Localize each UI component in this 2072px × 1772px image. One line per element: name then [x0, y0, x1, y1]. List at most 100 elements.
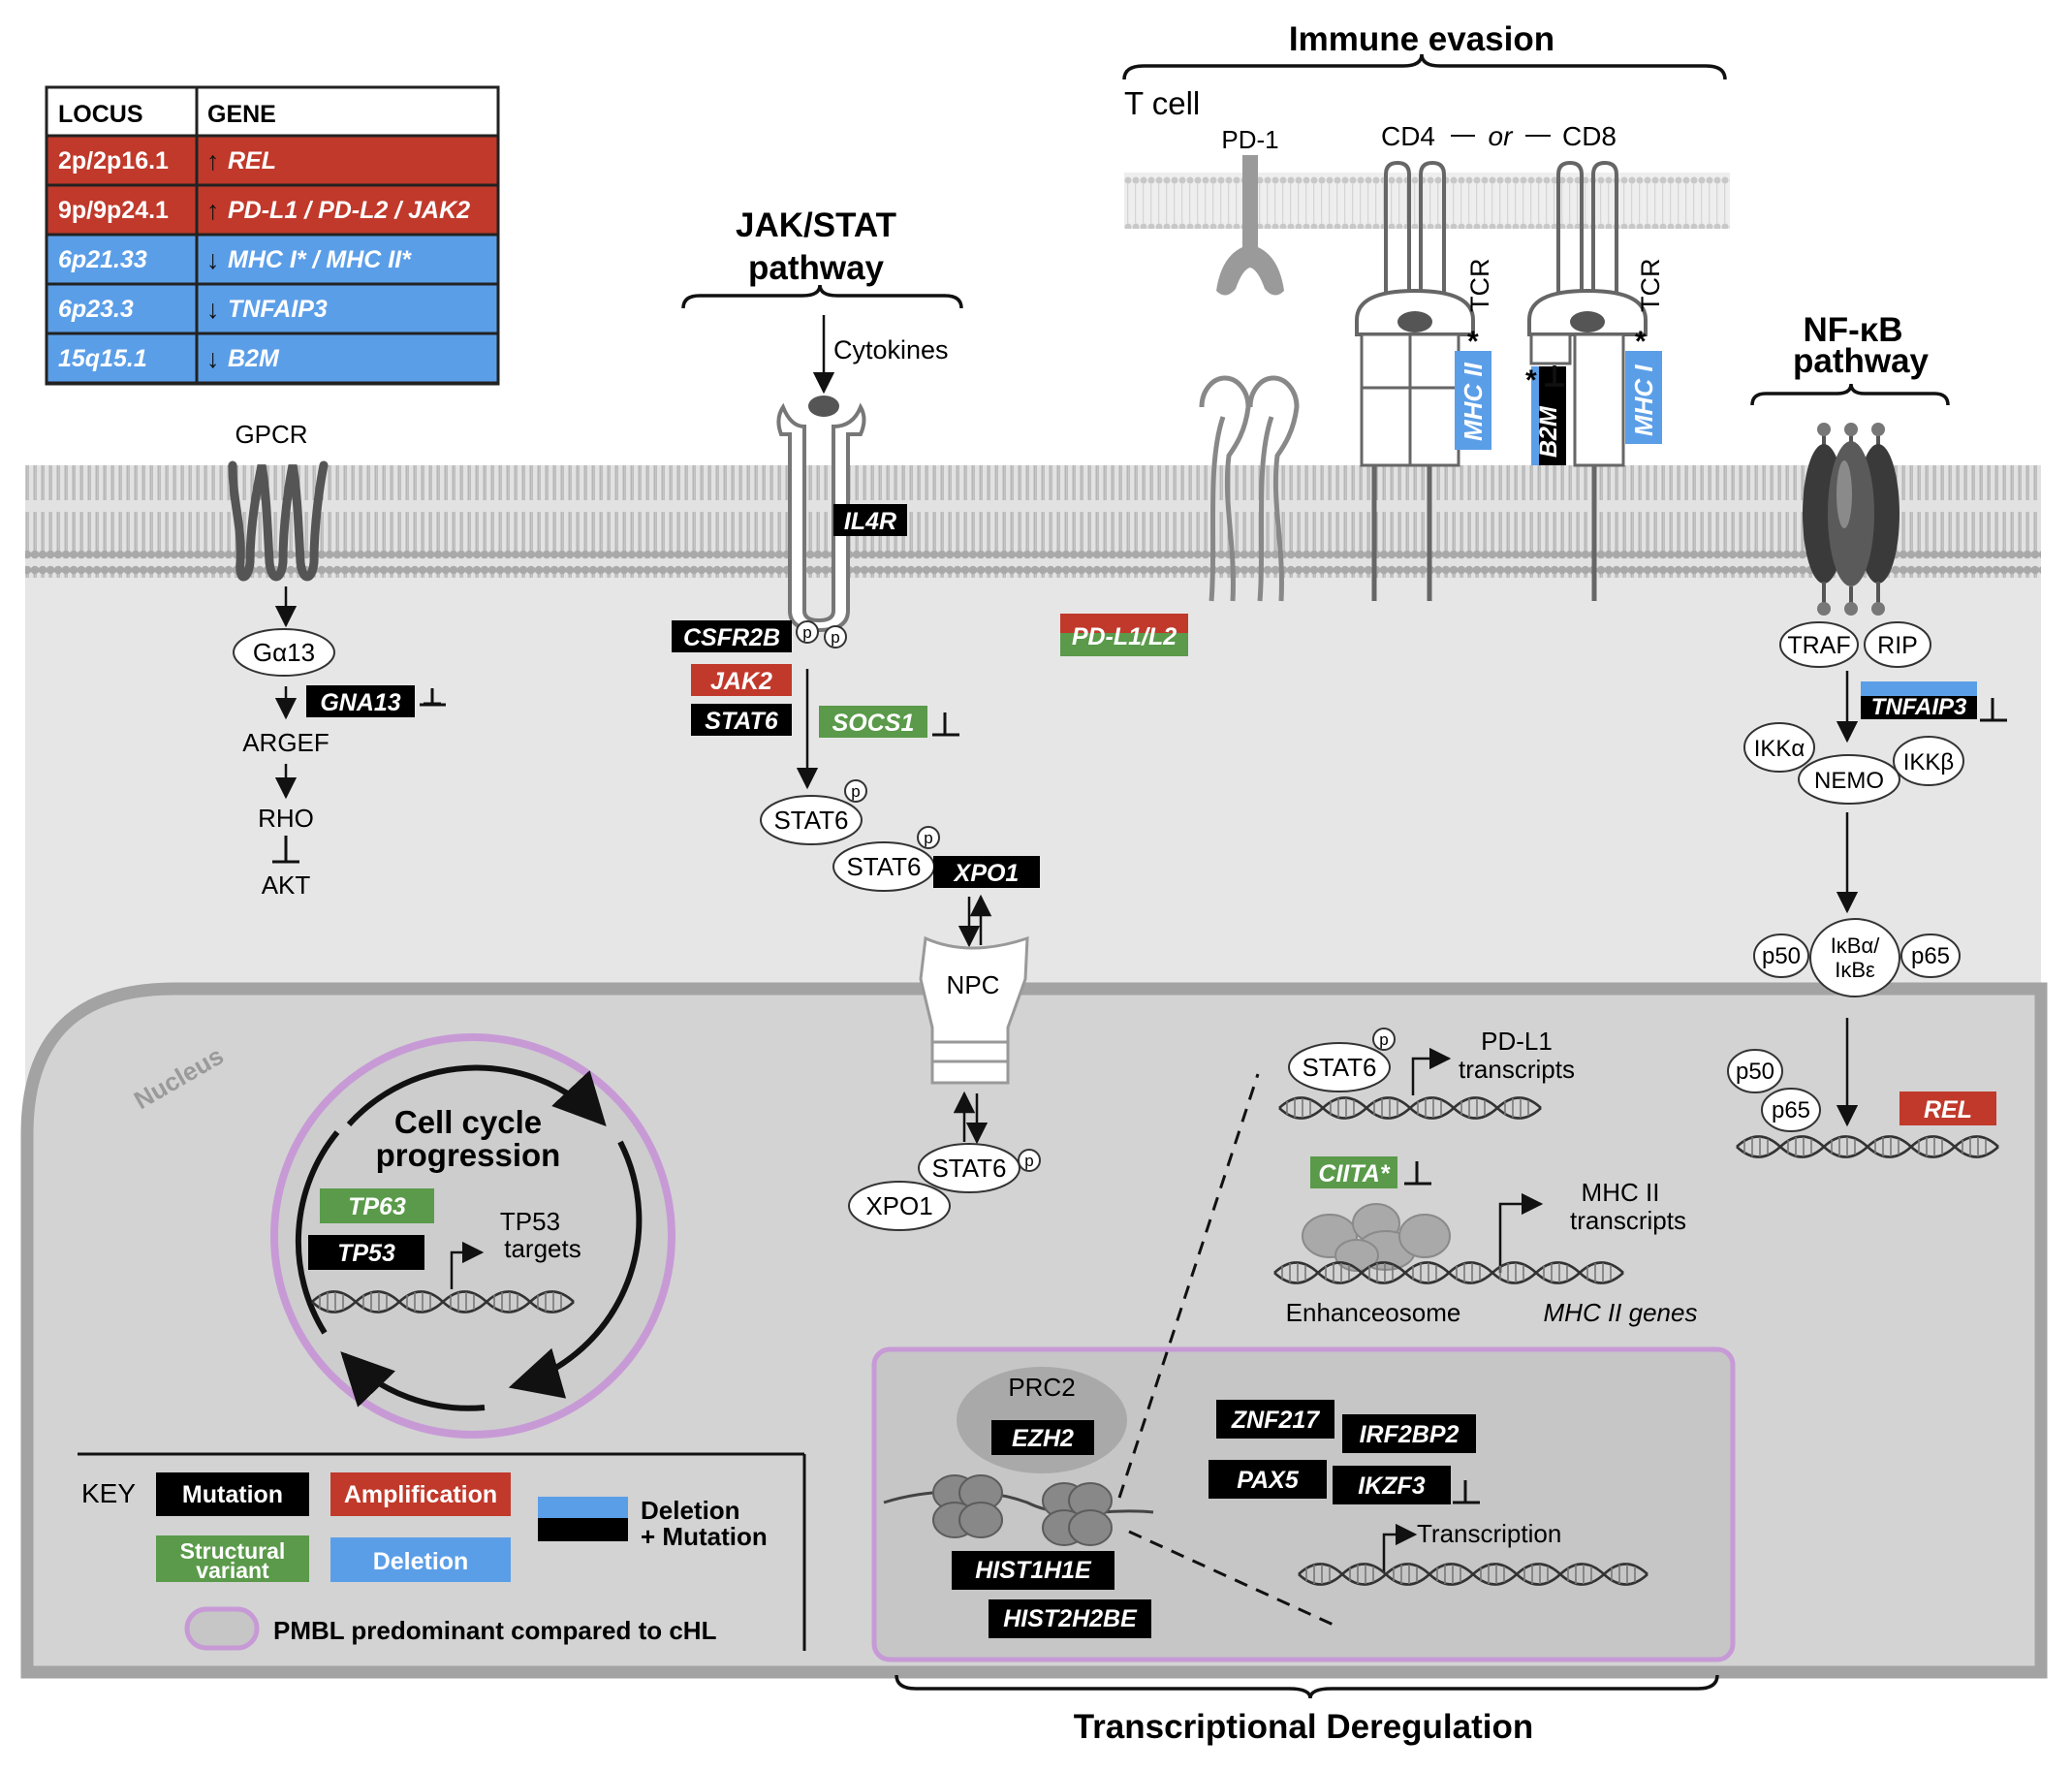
locus-direction-arrow: ↑: [206, 146, 220, 175]
nfkb-title-2: pathway: [1793, 342, 1930, 380]
jak2-label: JAK2: [710, 668, 772, 695]
nucleosomes: [932, 1474, 1113, 1546]
gpcr-receptor: [228, 460, 329, 582]
tnfaip3-box-mutation: [1861, 696, 1977, 719]
ga13-oval: [233, 628, 335, 677]
transcription-label: Transcription: [1417, 1519, 1561, 1548]
svg-text:IκBα/: IκBα/: [1831, 933, 1881, 958]
locus-direction-arrow: ↓: [206, 245, 220, 274]
pdl1-l2-box: PD-L1/L2: [1060, 614, 1188, 656]
locus-cell: 6p23.3: [58, 296, 134, 323]
svg-text:XPO1: XPO1: [865, 1191, 932, 1220]
il4r-receptor: [776, 402, 866, 633]
locus-cell: 6p21.33: [58, 246, 147, 273]
tp53-targets-2: targets: [504, 1234, 581, 1263]
cytokine-ligand: [808, 396, 839, 417]
locus-cell: 15q15.1: [58, 345, 147, 372]
cell-cycle-arc-2: [508, 1140, 643, 1399]
key-pmbl-label: PMBL predominant compared to cHL: [273, 1616, 717, 1645]
argef-label: ARGEF: [242, 728, 330, 757]
pax5-box: [1209, 1460, 1327, 1499]
nemo-oval: [1798, 754, 1900, 805]
svg-text:p65: p65: [1911, 943, 1950, 969]
key-structural-swatch: [156, 1535, 309, 1582]
chromatin-fiber: [883, 1490, 1154, 1515]
jakstat-title-1: JAK/STAT: [736, 206, 896, 244]
tcr-label-right: TCR: [1636, 259, 1665, 313]
key-deletion-mutation-label-1: Deletion: [641, 1496, 740, 1525]
svg-text:STAT6: STAT6: [931, 1154, 1006, 1183]
cell-cycle-arc-4: [295, 1130, 340, 1335]
ikka-oval: [1743, 722, 1815, 773]
svg-text:IKKα: IKKα: [1754, 736, 1805, 762]
cell-membrane: [25, 465, 2041, 578]
locus-row: [45, 134, 500, 187]
svg-text:p: p: [924, 829, 932, 847]
ezh2-label: EZH2: [1012, 1425, 1074, 1452]
stat6-oval-nuclear: [1288, 1042, 1391, 1092]
gene-header: GENE: [207, 101, 276, 128]
key-deletion-mutation-swatch-top: [538, 1497, 628, 1518]
gene-cell: TNFAIP3: [228, 296, 328, 323]
stat6-oval-c: [918, 1143, 1020, 1193]
csfr2b-label: CSFR2B: [683, 624, 780, 651]
locus-row: [45, 233, 500, 286]
immune-evasion-brace: [1122, 53, 1727, 80]
jak2-box: [691, 664, 792, 696]
key-amplification-swatch: [330, 1472, 511, 1516]
nuclear-pore-complex: [919, 935, 1029, 1085]
zoom-line-1: [1117, 1073, 1260, 1499]
mhc2-transcripts-1: MHC II: [1582, 1178, 1660, 1207]
svg-text:PD-L1/L2: PD-L1/L2: [1072, 623, 1177, 650]
socs1-box: [819, 706, 927, 738]
tp53-transcription-arrow: [450, 1241, 485, 1289]
jakstat-title-2: pathway: [748, 249, 885, 287]
ciita-box: [1310, 1156, 1397, 1188]
npc-label: NPC: [947, 970, 1000, 999]
tcr-cd8-core: [1570, 311, 1605, 332]
svg-text:p65: p65: [1772, 1097, 1810, 1123]
mhc1-box: [1625, 351, 1662, 444]
irf2bp2-box: [1342, 1414, 1476, 1453]
tcr-label-left: TCR: [1465, 259, 1494, 313]
gpcr-label: GPCR: [235, 420, 307, 449]
p65-oval-b: [1761, 1088, 1821, 1132]
akt-label: AKT: [262, 870, 311, 900]
znf217-box: [1216, 1400, 1334, 1439]
tp53-label: TP53: [337, 1240, 395, 1267]
cd8-label: CD8: [1562, 121, 1617, 151]
transcriptional-brace: [895, 1674, 1719, 1699]
p-stat6-a: [844, 779, 867, 803]
rho-inhibitor: [272, 836, 299, 864]
csfr2b-box: [672, 620, 792, 652]
prc2-label: PRC2: [1008, 1373, 1075, 1402]
svg-text:p50: p50: [1762, 943, 1801, 969]
ikb-oval: [1809, 918, 1900, 997]
b2m-box-label: B2M: [1535, 405, 1562, 458]
b2m-inhibitor: [1545, 365, 1564, 387]
tnfaip3-label: TNFAIP3: [1871, 694, 1967, 720]
il4r-label: IL4R: [844, 508, 896, 535]
cell-cycle-pmbl-outline: [270, 1033, 675, 1439]
cell-cycle-title-1: Cell cycle: [394, 1104, 542, 1140]
ciita-inhibitor: [1404, 1161, 1431, 1186]
or-label: or: [1489, 121, 1515, 151]
pd1-receptor: [1216, 155, 1284, 296]
b2m-box-deletion: [1531, 366, 1539, 465]
stat6-oval-a: [760, 795, 863, 845]
ikzf3-box: [1333, 1466, 1451, 1504]
hist1h1e-box: [952, 1551, 1114, 1590]
hist1h1e-label: HIST1H1E: [975, 1557, 1092, 1584]
cd4-label: CD4: [1381, 121, 1435, 151]
key-structural-label-1: Structural: [180, 1538, 286, 1564]
mhc1-star: *: [1635, 326, 1647, 358]
p-csfr2b-1: [796, 620, 819, 644]
irf2bp2-label: IRF2BP2: [1360, 1421, 1460, 1448]
socs1-inhibitor: [932, 712, 959, 737]
svg-text:STAT6: STAT6: [773, 806, 848, 835]
p50-oval-a: [1753, 933, 1809, 978]
p65-oval-a: [1900, 933, 1961, 978]
ciita-label: CIITA*: [1318, 1160, 1390, 1187]
cell-cycle-arc-3: [340, 1351, 486, 1411]
key-legend: KEY Mutation Amplification Deletion + Mu…: [78, 1452, 806, 1651]
